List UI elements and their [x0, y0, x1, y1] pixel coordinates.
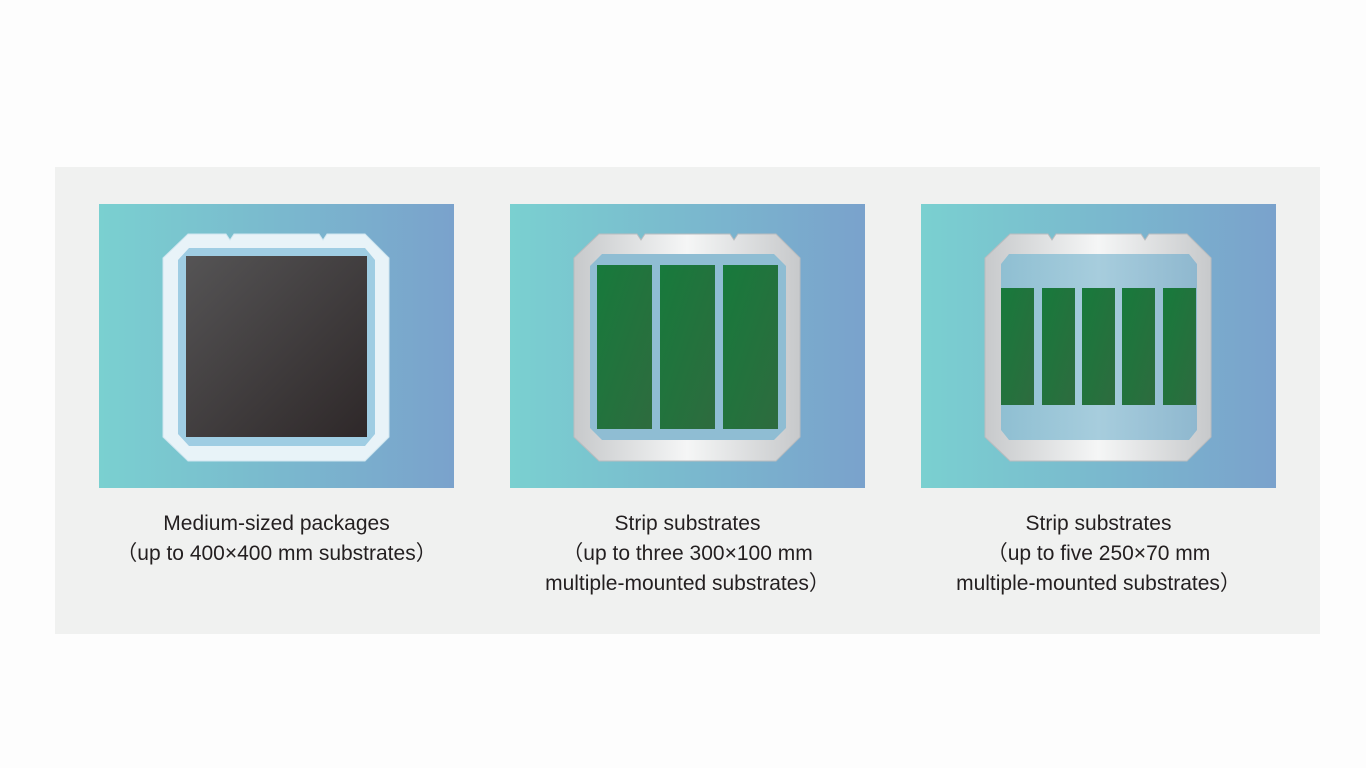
caption-line-2: （up to 400×400 mm substrates）	[116, 542, 437, 565]
strip-substrate	[1122, 288, 1155, 405]
three-strip-substrates-icon	[510, 204, 865, 488]
five-strip-substrates-icon	[921, 204, 1276, 488]
strip-substrate	[1042, 288, 1075, 405]
strip-substrate	[1163, 288, 1196, 405]
strip-substrate	[1001, 288, 1034, 405]
caption-line-1: Strip substrates	[614, 512, 761, 535]
caption-five-strips: Strip substrates （up to five 250×70 mm m…	[881, 509, 1316, 599]
medium-package-substrate-icon	[99, 204, 454, 488]
card-five-strips: Strip substrates （up to five 250×70 mm m…	[921, 204, 1276, 595]
caption-line-1: Medium-sized packages	[163, 512, 390, 535]
card-medium-packages: Medium-sized packages （up to 400×400 mm …	[99, 204, 454, 565]
caption-line-2: （up to three 300×100 mm	[562, 542, 813, 565]
medium-substrate	[186, 256, 367, 437]
substrate-types-panel: Medium-sized packages （up to 400×400 mm …	[55, 167, 1320, 634]
caption-line-1: Strip substrates	[1025, 512, 1172, 535]
caption-line-2: （up to five 250×70 mm	[986, 542, 1211, 565]
strip-substrate	[660, 265, 715, 429]
strip-substrate	[1082, 288, 1115, 405]
caption-three-strips: Strip substrates （up to three 300×100 mm…	[470, 509, 905, 599]
caption-line-3: multiple-mounted substrates）	[545, 572, 830, 595]
strip-substrate	[723, 265, 778, 429]
caption-line-3: multiple-mounted substrates）	[956, 572, 1241, 595]
card-three-strips: Strip substrates （up to three 300×100 mm…	[510, 204, 865, 595]
caption-medium-packages: Medium-sized packages （up to 400×400 mm …	[59, 509, 494, 569]
strip-substrate	[597, 265, 652, 429]
